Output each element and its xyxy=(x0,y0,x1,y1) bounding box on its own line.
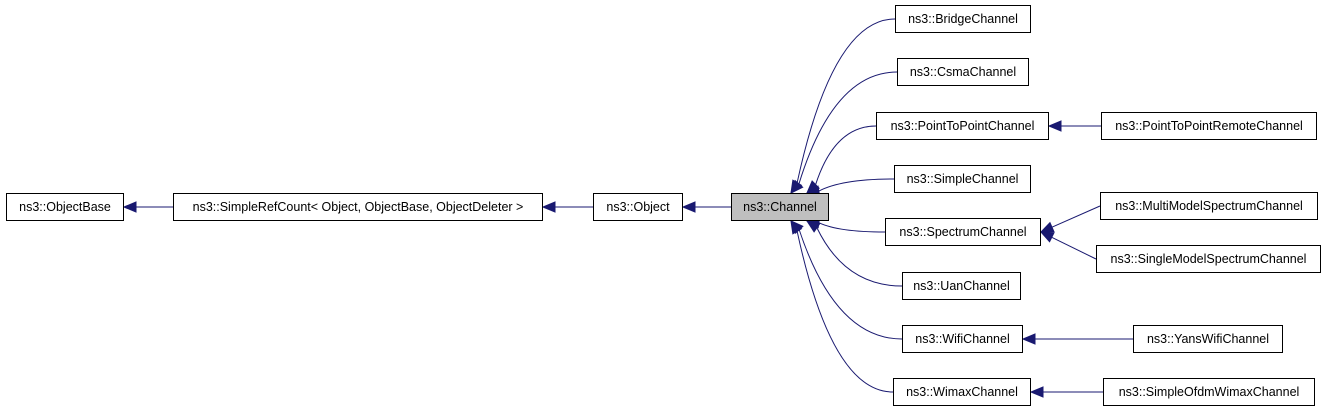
arrowhead-point_to_point_channel xyxy=(1047,120,1062,132)
node-csma-channel[interactable]: ns3::CsmaChannel xyxy=(897,58,1029,86)
edge-simple_channel-to-channel xyxy=(818,178,895,192)
edge-uan_channel-to-channel xyxy=(816,227,903,287)
edge-csma_channel-to-channel xyxy=(798,71,898,185)
node-multi-model-spectrum-channel[interactable]: ns3::MultiModelSpectrumChannel xyxy=(1100,192,1318,220)
arrowhead-object xyxy=(681,201,696,213)
edge-single_model_spectrum_channel-to-spectrum_channel xyxy=(1051,236,1097,260)
arrowhead-wimax_channel xyxy=(1029,386,1044,398)
edge-point_to_point_channel-to-channel xyxy=(815,125,877,185)
arrowhead-object_base xyxy=(122,201,137,213)
node-object[interactable]: ns3::Object xyxy=(593,193,683,221)
arrowhead-channel xyxy=(805,220,821,233)
node-wifi-channel[interactable]: ns3::WifiChannel xyxy=(902,325,1023,353)
arrowhead-channel xyxy=(790,179,804,194)
arrowhead-channel xyxy=(790,219,803,235)
edge-wifi_channel-to-channel xyxy=(798,229,903,340)
node-spectrum-channel[interactable]: ns3::SpectrumChannel xyxy=(885,218,1041,246)
node-simple-channel[interactable]: ns3::SimpleChannel xyxy=(894,165,1031,193)
arrowhead-spectrum_channel xyxy=(1039,231,1055,243)
edge-multi_model_spectrum_channel-to-spectrum_channel xyxy=(1051,205,1101,228)
arrowhead-simple_ref_count xyxy=(541,201,556,213)
node-simple-ofdm-wimax-channel[interactable]: ns3::SimpleOfdmWimaxChannel xyxy=(1103,378,1315,406)
node-point-to-point-remote-channel[interactable]: ns3::PointToPointRemoteChannel xyxy=(1101,112,1317,140)
node-simple-ref-count[interactable]: ns3::SimpleRefCount< Object, ObjectBase,… xyxy=(173,193,543,221)
node-wimax-channel[interactable]: ns3::WimaxChannel xyxy=(893,378,1031,406)
node-bridge-channel[interactable]: ns3::BridgeChannel xyxy=(895,5,1031,33)
node-point-to-point-channel[interactable]: ns3::PointToPointChannel xyxy=(876,112,1049,140)
node-uan-channel[interactable]: ns3::UanChannel xyxy=(902,272,1021,300)
node-yans-wifi-channel[interactable]: ns3::YansWifiChannel xyxy=(1133,325,1283,353)
node-channel-current: ns3::Channel xyxy=(731,193,829,221)
arrowhead-spectrum_channel xyxy=(1039,221,1055,233)
arrowhead-wifi_channel xyxy=(1021,333,1036,345)
edge-wimax_channel-to-channel xyxy=(796,231,894,393)
node-single-model-spectrum-channel[interactable]: ns3::SingleModelSpectrumChannel xyxy=(1096,245,1321,273)
edge-spectrum_channel-to-channel xyxy=(818,222,886,233)
edge-bridge_channel-to-channel xyxy=(796,18,896,183)
node-object-base[interactable]: ns3::ObjectBase xyxy=(6,193,124,221)
